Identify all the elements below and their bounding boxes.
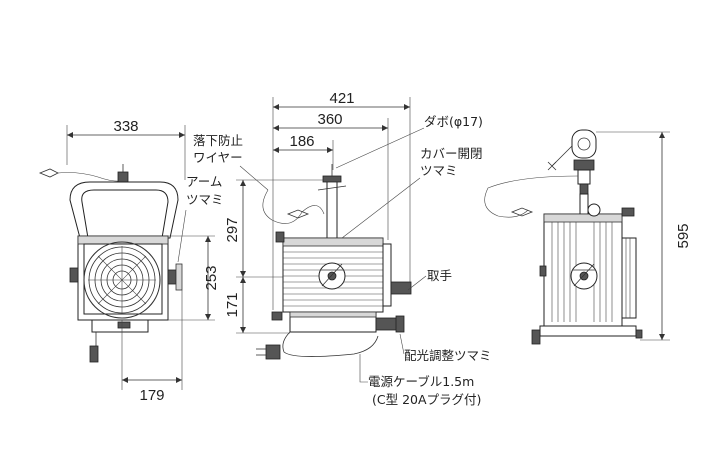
label-arm-knob-1: アーム bbox=[186, 174, 222, 189]
dim-front-lower-height: 253 bbox=[203, 265, 220, 290]
label-power-cable-2: (C型 20Aプラグ付) bbox=[372, 392, 481, 407]
label-handle: 取手 bbox=[427, 268, 452, 283]
label-arm-knob-2: ツマミ bbox=[186, 192, 224, 207]
dim-side-body-width: 360 bbox=[317, 111, 342, 128]
label-dowel: ダボ(φ17) bbox=[424, 114, 483, 129]
dim-front-body-width: 179 bbox=[139, 387, 164, 404]
label-cover-knob-1: カバー開閉 bbox=[420, 146, 483, 161]
dim-side-upper-width: 186 bbox=[289, 133, 314, 150]
dim-rear-total-height: 595 bbox=[675, 223, 692, 248]
label-cover-knob-2: ツマミ bbox=[420, 163, 458, 178]
label-focus-knob: 配光調整ツマミ bbox=[404, 348, 492, 363]
label-power-cable-1: 電源ケーブル1.5m bbox=[368, 374, 474, 389]
side-view: 421 360 186 297 171 bbox=[224, 90, 412, 360]
dim-side-upper-height: 297 bbox=[224, 217, 241, 242]
front-view: 338 253 bbox=[38, 118, 220, 404]
dim-side-total-width: 421 bbox=[329, 90, 354, 107]
dim-front-width: 338 bbox=[113, 118, 138, 135]
label-safety-wire-2: ワイヤー bbox=[193, 150, 243, 165]
rear-view: 595 bbox=[484, 129, 692, 345]
label-safety-wire-1: 落下防止 bbox=[193, 133, 243, 148]
dim-side-lower-height: 171 bbox=[224, 292, 241, 317]
